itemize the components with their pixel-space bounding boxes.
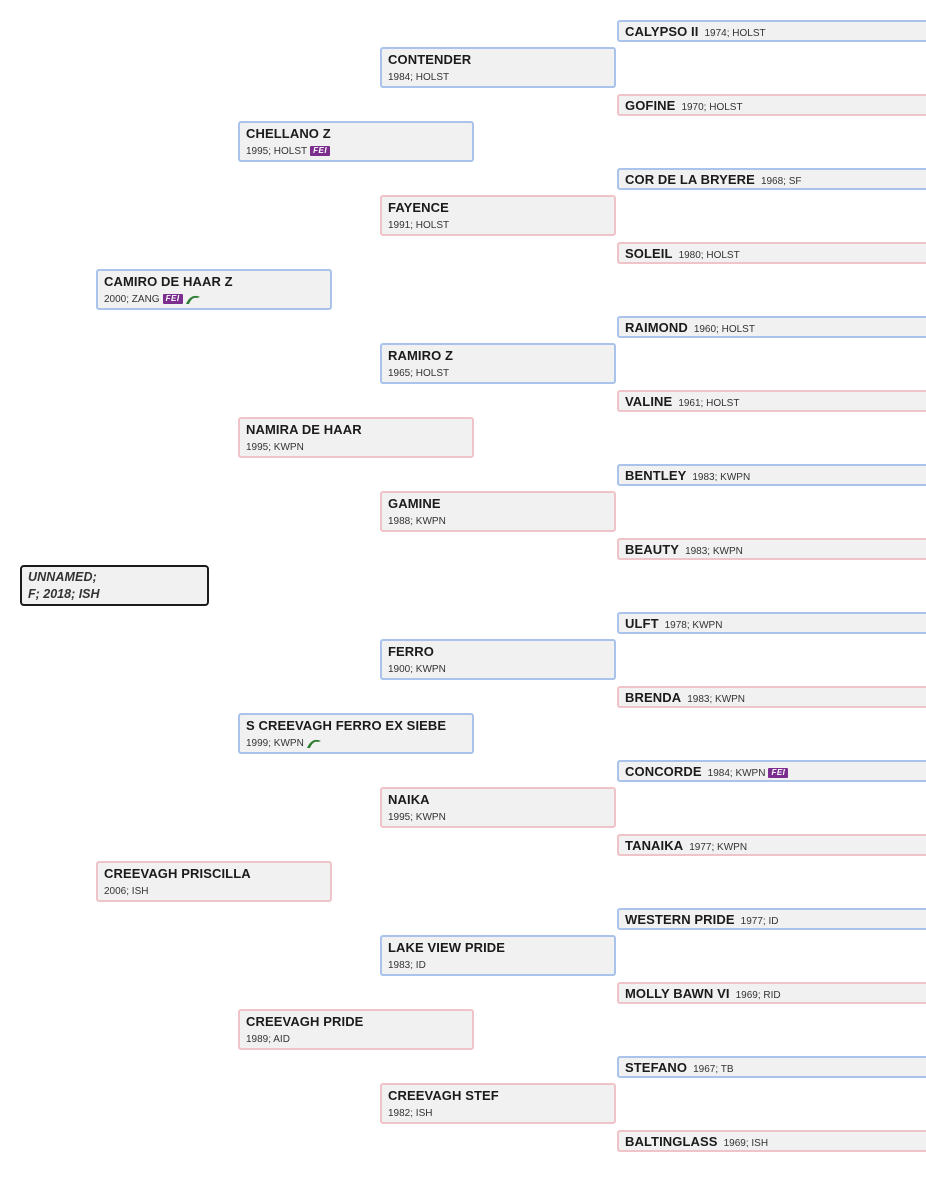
horse-info: 2006; ISH bbox=[104, 886, 149, 897]
ancestor-box-sds[interactable]: RAMIRO Z 1965; HOLST bbox=[380, 343, 616, 384]
horse-name: CREEVAGH PRISCILLA bbox=[104, 866, 251, 881]
horse-name: BALTINGLASS bbox=[625, 1134, 718, 1149]
ancestor-box-g4_6[interactable]: VALINE 1961; HOLST bbox=[617, 390, 926, 412]
horse-name: CREEVAGH STEF bbox=[388, 1088, 499, 1103]
ancestor-box-g4_9[interactable]: ULFT 1978; KWPN bbox=[617, 612, 926, 634]
ancestor-box-dss[interactable]: FERRO 1900; KWPN bbox=[380, 639, 616, 680]
horse-info: 1965; HOLST bbox=[388, 368, 450, 379]
ancestor-box-g4_15[interactable]: STEFANO 1967; TB bbox=[617, 1056, 926, 1078]
horse-name: NAMIRA DE HAAR bbox=[246, 422, 362, 437]
horse-info: 1984; HOLST bbox=[388, 72, 450, 83]
horse-info: 1970; HOLST bbox=[681, 102, 743, 113]
show-jumping-icon bbox=[185, 294, 201, 305]
horse-name: CALYPSO II bbox=[625, 24, 699, 39]
ancestor-box-sdd[interactable]: GAMINE 1988; KWPN bbox=[380, 491, 616, 532]
horse-info: 1999; KWPN bbox=[246, 737, 466, 751]
horse-info: 1982; ISH bbox=[388, 1108, 433, 1119]
horse-name: BENTLEY bbox=[625, 468, 687, 483]
horse-name: CREEVAGH PRIDE bbox=[246, 1014, 364, 1029]
ancestor-box-ddd[interactable]: CREEVAGH STEF 1982; ISH bbox=[380, 1083, 616, 1124]
subject-horse-box: UNNAMED; F; 2018; ISH bbox=[20, 565, 209, 606]
ancestor-box-g4_7[interactable]: BENTLEY 1983; KWPN bbox=[617, 464, 926, 486]
ancestor-box-g4_4[interactable]: SOLEIL 1980; HOLST bbox=[617, 242, 926, 264]
ancestor-box-dd[interactable]: CREEVAGH PRIDE 1989; AID bbox=[238, 1009, 474, 1050]
ancestor-box-g4_14[interactable]: MOLLY BAWN VI 1969; RID bbox=[617, 982, 926, 1004]
horse-info: 1978; KWPN bbox=[664, 620, 723, 631]
horse-info: 1961; HOLST bbox=[678, 398, 740, 409]
ancestor-box-g4_2[interactable]: GOFINE 1970; HOLST bbox=[617, 94, 926, 116]
ancestor-box-g4_12[interactable]: TANAIKA 1977; KWPN bbox=[617, 834, 926, 856]
horse-info: 1969; RID bbox=[735, 990, 781, 1001]
horse-name: ULFT bbox=[625, 616, 659, 631]
horse-name: TANAIKA bbox=[625, 838, 684, 853]
horse-info: 1983; ID bbox=[388, 960, 426, 971]
horse-name: CAMIRO DE HAAR Z bbox=[104, 274, 233, 289]
horse-info: 1974; HOLST bbox=[704, 28, 766, 39]
horse-info: 1960; HOLST bbox=[693, 324, 755, 335]
horse-name: GAMINE bbox=[388, 496, 441, 511]
horse-name: GOFINE bbox=[625, 98, 676, 113]
horse-info: 1983; KWPN bbox=[692, 472, 751, 483]
ancestor-box-g4_13[interactable]: WESTERN PRIDE 1977; ID bbox=[617, 908, 926, 930]
horse-name: STEFANO bbox=[625, 1060, 688, 1075]
horse-name: LAKE VIEW PRIDE bbox=[388, 940, 506, 955]
horse-info: 1988; KWPN bbox=[388, 516, 446, 527]
horse-info: 1989; AID bbox=[246, 1034, 290, 1045]
horse-name: CHELLANO Z bbox=[246, 126, 331, 141]
ancestor-box-g4_5[interactable]: RAIMOND 1960; HOLST bbox=[617, 316, 926, 338]
ancestor-box-dsd[interactable]: NAIKA 1995; KWPN bbox=[380, 787, 616, 828]
horse-info: 1967; TB bbox=[693, 1064, 734, 1075]
ancestor-box-g4_16[interactable]: BALTINGLASS 1969; ISH bbox=[617, 1130, 926, 1152]
horse-name: RAIMOND bbox=[625, 320, 688, 335]
horse-name: CONCORDE bbox=[625, 764, 702, 779]
fei-badge-icon: FEI bbox=[162, 294, 183, 305]
ancestor-box-dds[interactable]: LAKE VIEW PRIDE 1983; ID bbox=[380, 935, 616, 976]
ancestor-box-ds[interactable]: S CREEVAGH FERRO EX SIEBE 1999; KWPN bbox=[238, 713, 474, 754]
horse-name: BRENDA bbox=[625, 690, 682, 705]
horse-name: CONTENDER bbox=[388, 52, 472, 67]
horse-name: RAMIRO Z bbox=[388, 348, 454, 363]
horse-info: 1980; HOLST bbox=[678, 250, 740, 261]
horse-info: 1968; SF bbox=[760, 176, 802, 187]
ancestor-box-sss[interactable]: CONTENDER 1984; HOLST bbox=[380, 47, 616, 88]
horse-name: S CREEVAGH FERRO EX SIEBE bbox=[246, 718, 447, 733]
horse-name: FAYENCE bbox=[388, 200, 449, 215]
fei-badge-icon: FEI bbox=[768, 768, 789, 779]
horse-name: SOLEIL bbox=[625, 246, 673, 261]
horse-name: VALINE bbox=[625, 394, 673, 409]
horse-info: 1900; KWPN bbox=[388, 664, 446, 675]
horse-name: COR DE LA BRYERE bbox=[625, 172, 755, 187]
horse-name: WESTERN PRIDE bbox=[625, 912, 735, 927]
horse-info: 1991; HOLST bbox=[388, 220, 450, 231]
ancestor-box-d[interactable]: CREEVAGH PRISCILLA 2006; ISH bbox=[96, 861, 332, 902]
horse-name: NAIKA bbox=[388, 792, 430, 807]
horse-info: 1995; KWPN bbox=[388, 812, 446, 823]
ancestor-box-g4_10[interactable]: BRENDA 1983; KWPN bbox=[617, 686, 926, 708]
horse-info: F; 2018; ISH bbox=[28, 587, 100, 601]
fei-badge-icon: FEI bbox=[310, 146, 331, 157]
horse-info: 1983; KWPN bbox=[685, 546, 743, 557]
ancestor-box-sd[interactable]: NAMIRA DE HAAR 1995; KWPN bbox=[238, 417, 474, 458]
horse-name: MOLLY BAWN VI bbox=[625, 986, 730, 1001]
horse-info: 1977; KWPN bbox=[689, 842, 748, 853]
horse-name: FERRO bbox=[388, 644, 434, 659]
ancestor-box-g4_3[interactable]: COR DE LA BRYERE 1968; SF bbox=[617, 168, 926, 190]
horse-info: 1983; KWPN bbox=[687, 694, 746, 705]
horse-info: 1977; ID bbox=[740, 916, 779, 927]
horse-info: 1995; KWPN bbox=[246, 442, 304, 453]
show-jumping-icon bbox=[306, 738, 322, 749]
horse-info: 1969; ISH bbox=[723, 1138, 769, 1149]
horse-name: BEAUTY bbox=[625, 542, 680, 557]
ancestor-box-g4_1[interactable]: CALYPSO II 1974; HOLST bbox=[617, 20, 926, 42]
ancestor-box-ssd[interactable]: FAYENCE 1991; HOLST bbox=[380, 195, 616, 236]
ancestor-box-g4_8[interactable]: BEAUTY 1983; KWPN bbox=[617, 538, 926, 560]
horse-name: UNNAMED; bbox=[28, 570, 97, 584]
